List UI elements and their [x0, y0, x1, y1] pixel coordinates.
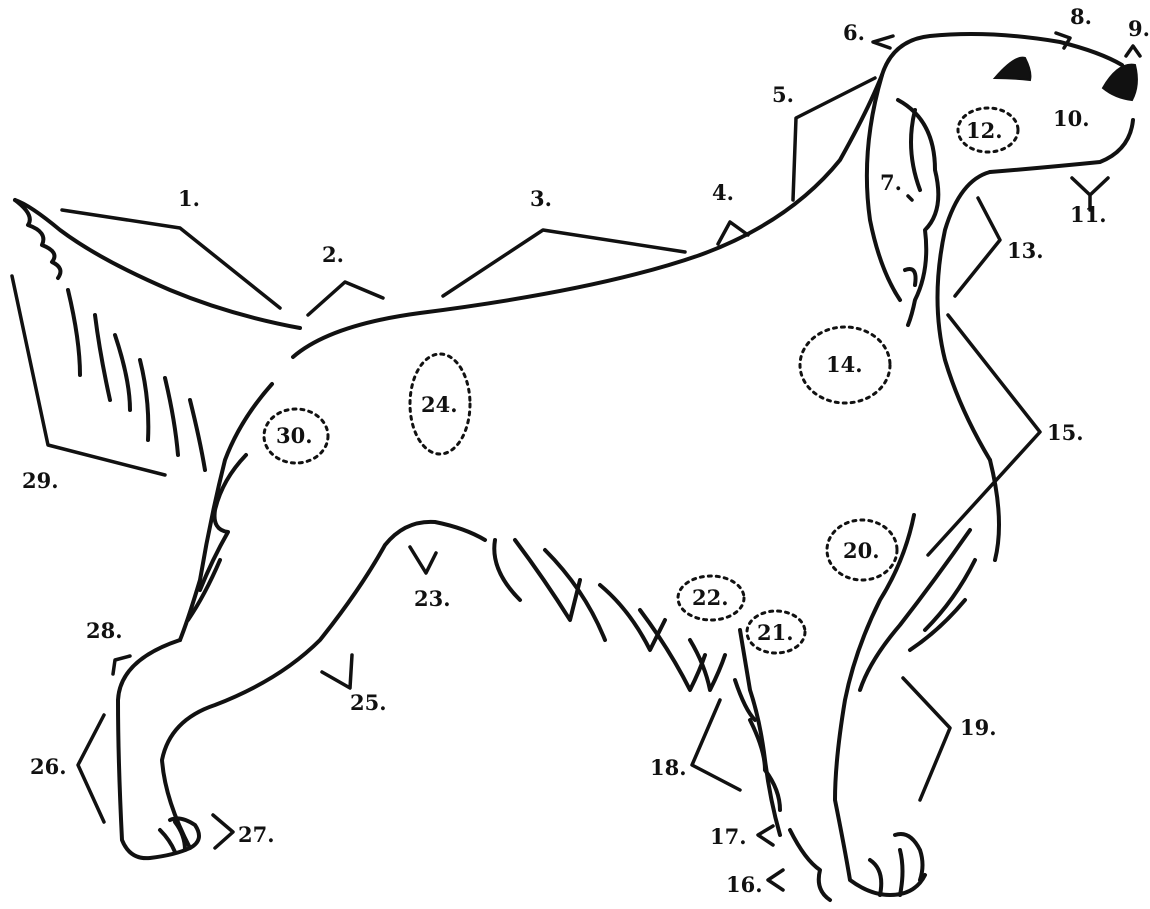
- dog-outline: [15, 34, 1137, 900]
- label-6: 6.: [843, 20, 865, 45]
- leader-16: [768, 870, 783, 890]
- label-20: 20.: [843, 538, 880, 563]
- throat: [938, 172, 991, 460]
- topline: [293, 75, 882, 357]
- forearm-feather: [910, 560, 975, 650]
- head-top: [882, 34, 1122, 75]
- leader-2: [308, 282, 383, 315]
- label-2: 2.: [322, 242, 344, 267]
- leader-27: [213, 815, 233, 848]
- label-19: 19.: [960, 715, 997, 740]
- leader-17: [758, 826, 773, 845]
- label-12: 12.: [966, 118, 1003, 143]
- leader-9: [1126, 46, 1140, 56]
- leader-lines: [12, 33, 1140, 890]
- label-3: 3.: [530, 186, 552, 211]
- label-15: 15.: [1047, 420, 1084, 445]
- eye: [995, 58, 1030, 80]
- leader-1: [62, 210, 280, 308]
- number-labels: 1. 2. 3. 4. 5. 6. 7. 8. 9. 10. 11. 12. 1…: [22, 4, 1150, 897]
- label-11: 11.: [1070, 202, 1107, 227]
- tail-feathers: [68, 290, 205, 470]
- spots: [264, 108, 1018, 653]
- front-leg-back: [740, 630, 780, 835]
- front-leg-feather: [735, 680, 830, 900]
- label-5: 5.: [772, 82, 794, 107]
- label-27: 27.: [238, 822, 275, 847]
- label-13: 13.: [1007, 238, 1044, 263]
- leader-7-mark: [908, 196, 912, 200]
- label-21: 21.: [757, 620, 794, 645]
- leader-13: [955, 198, 1000, 296]
- label-26: 26.: [30, 754, 67, 779]
- nose: [1103, 65, 1137, 100]
- label-7: 7.: [880, 170, 902, 195]
- leader-3: [443, 230, 685, 296]
- label-30: 30.: [276, 423, 313, 448]
- label-28: 28.: [86, 618, 123, 643]
- label-17: 17.: [710, 824, 747, 849]
- label-14: 14.: [826, 352, 863, 377]
- label-9: 9.: [1128, 16, 1150, 41]
- leader-5: [793, 78, 875, 200]
- leader-18: [692, 700, 740, 790]
- label-8: 8.: [1070, 4, 1092, 29]
- chest-front: [990, 460, 999, 560]
- label-22: 22.: [692, 585, 729, 610]
- leader-23: [410, 547, 436, 573]
- label-29: 29.: [22, 468, 59, 493]
- label-4: 4.: [712, 180, 734, 205]
- leader-25: [322, 655, 352, 688]
- rear-leg-back: [118, 640, 199, 858]
- ear-inner: [911, 110, 920, 190]
- label-24: 24.: [421, 392, 458, 417]
- leader-6: [873, 36, 893, 48]
- rear-leg-front: [162, 522, 485, 848]
- label-18: 18.: [650, 755, 687, 780]
- label-10: 10.: [1053, 106, 1090, 131]
- leader-19: [903, 678, 950, 800]
- label-16: 16.: [726, 872, 763, 897]
- label-23: 23.: [414, 586, 451, 611]
- ear: [898, 100, 938, 325]
- label-1: 1.: [178, 186, 200, 211]
- leader-26: [78, 715, 104, 822]
- label-25: 25.: [350, 690, 387, 715]
